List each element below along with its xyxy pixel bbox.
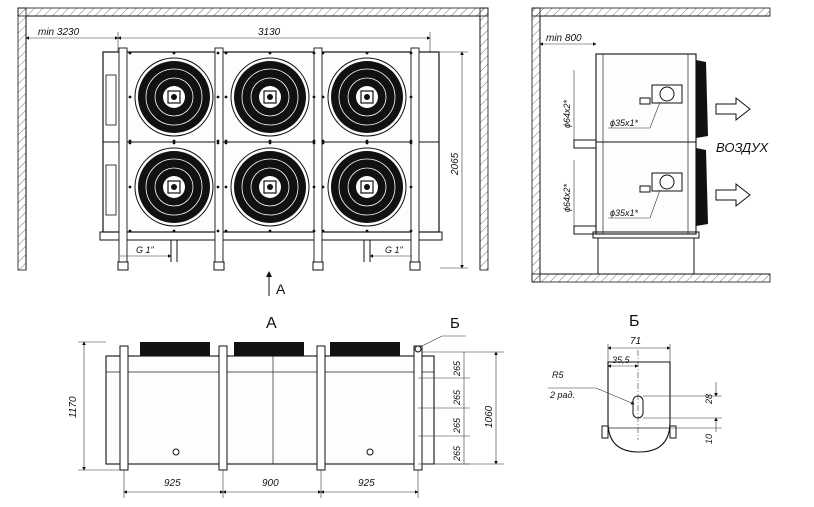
dim-min-800-label: min 800 — [546, 33, 582, 44]
fan-icon — [321, 51, 413, 143]
view-a-body — [105, 355, 435, 465]
connection-right-label: G 1" — [385, 245, 404, 255]
fan-array — [128, 51, 413, 233]
pipe-upper-outer-label: ϕ64x2* — [562, 99, 572, 128]
side-view: min 800 ϕ64x2* ϕ64x2* — [531, 7, 771, 283]
pipe-stubs — [573, 139, 597, 235]
detail-b: Б 71 35,5 R5 2 рад. — [548, 313, 722, 453]
view-a: A Б 1170 — [68, 315, 504, 498]
fan-icon — [224, 141, 316, 233]
side-headers — [639, 84, 683, 193]
airflow-arrow-bottom-icon — [715, 182, 751, 208]
dim-71: 71 — [607, 336, 671, 362]
r5-callout: R5 2 рад. — [548, 370, 635, 405]
view-arrow-label: A — [276, 281, 286, 297]
fan-tops — [140, 342, 400, 356]
detail-b-title: Б — [629, 313, 640, 330]
r5-note: 2 рад. — [549, 390, 575, 400]
connection-left-label: G 1" — [136, 245, 155, 255]
pipe-lower-outer-label: ϕ64x2* — [562, 183, 572, 212]
dim-spacing-1: 265 — [452, 360, 462, 377]
dim-10: 10 — [670, 427, 722, 444]
view-a-title: A — [266, 315, 277, 332]
dim-2065-label: 2065 — [450, 152, 461, 176]
room-wall-front — [17, 7, 489, 271]
dim-spacings: 265 265 265 265 — [418, 352, 470, 465]
view-arrow-a: A — [266, 271, 286, 297]
detail-b-bracket — [607, 361, 671, 453]
dim-1170: 1170 — [68, 341, 120, 471]
fan-icon — [321, 141, 413, 233]
dim-71-label: 71 — [630, 336, 641, 347]
room-wall-side — [531, 7, 771, 283]
dim-min-3230: min 3230 — [25, 27, 119, 40]
dim-28-label: 28 — [704, 394, 714, 405]
dim-min-800: min 800 — [539, 33, 597, 46]
fan-icon — [224, 51, 316, 143]
dim-2065: 2065 — [440, 51, 468, 269]
dim-1060-label: 1060 — [484, 405, 495, 428]
unit-side-body — [595, 53, 697, 235]
detail-ref-label: Б — [450, 315, 460, 332]
fan-icon — [128, 141, 220, 233]
dim-min-3230-label: min 3230 — [38, 27, 80, 38]
dim-spacing-2: 265 — [452, 389, 462, 406]
pipe-upper-inner-label: ϕ35x1* — [610, 118, 639, 128]
front-view: min 3230 3130 — [17, 7, 489, 271]
frame-posts — [118, 47, 420, 271]
airflow-arrow-top-icon — [715, 96, 751, 122]
dim-35-5: 35,5 — [607, 355, 639, 368]
dim-width-3: 925 — [358, 478, 375, 489]
airflow-label: ВОЗДУХ — [716, 140, 770, 155]
pipe-lower-inner-label: ϕ35x1* — [610, 208, 639, 218]
dim-widths: 925 900 925 — [123, 470, 419, 498]
fan-side-profiles — [696, 60, 708, 226]
connection-right: G 1" — [363, 240, 412, 262]
dim-width-2: 900 — [262, 478, 279, 489]
dim-1170-label: 1170 — [68, 396, 79, 418]
dim-spacing-3: 265 — [452, 417, 462, 434]
unit-feet — [117, 261, 421, 271]
r5-label: R5 — [552, 370, 564, 380]
dim-28: 28 — [643, 382, 722, 432]
dim-35-5-label: 35,5 — [612, 355, 631, 365]
fan-icon — [128, 51, 220, 143]
dim-3130: 3130 — [117, 27, 431, 52]
dim-width-1: 925 — [164, 478, 181, 489]
dim-3130-label: 3130 — [258, 27, 281, 38]
left-coil-panel — [105, 74, 117, 216]
connection-left: G 1" — [120, 240, 178, 262]
dim-10-label: 10 — [704, 434, 714, 444]
dim-spacing-4: 265 — [452, 445, 462, 462]
